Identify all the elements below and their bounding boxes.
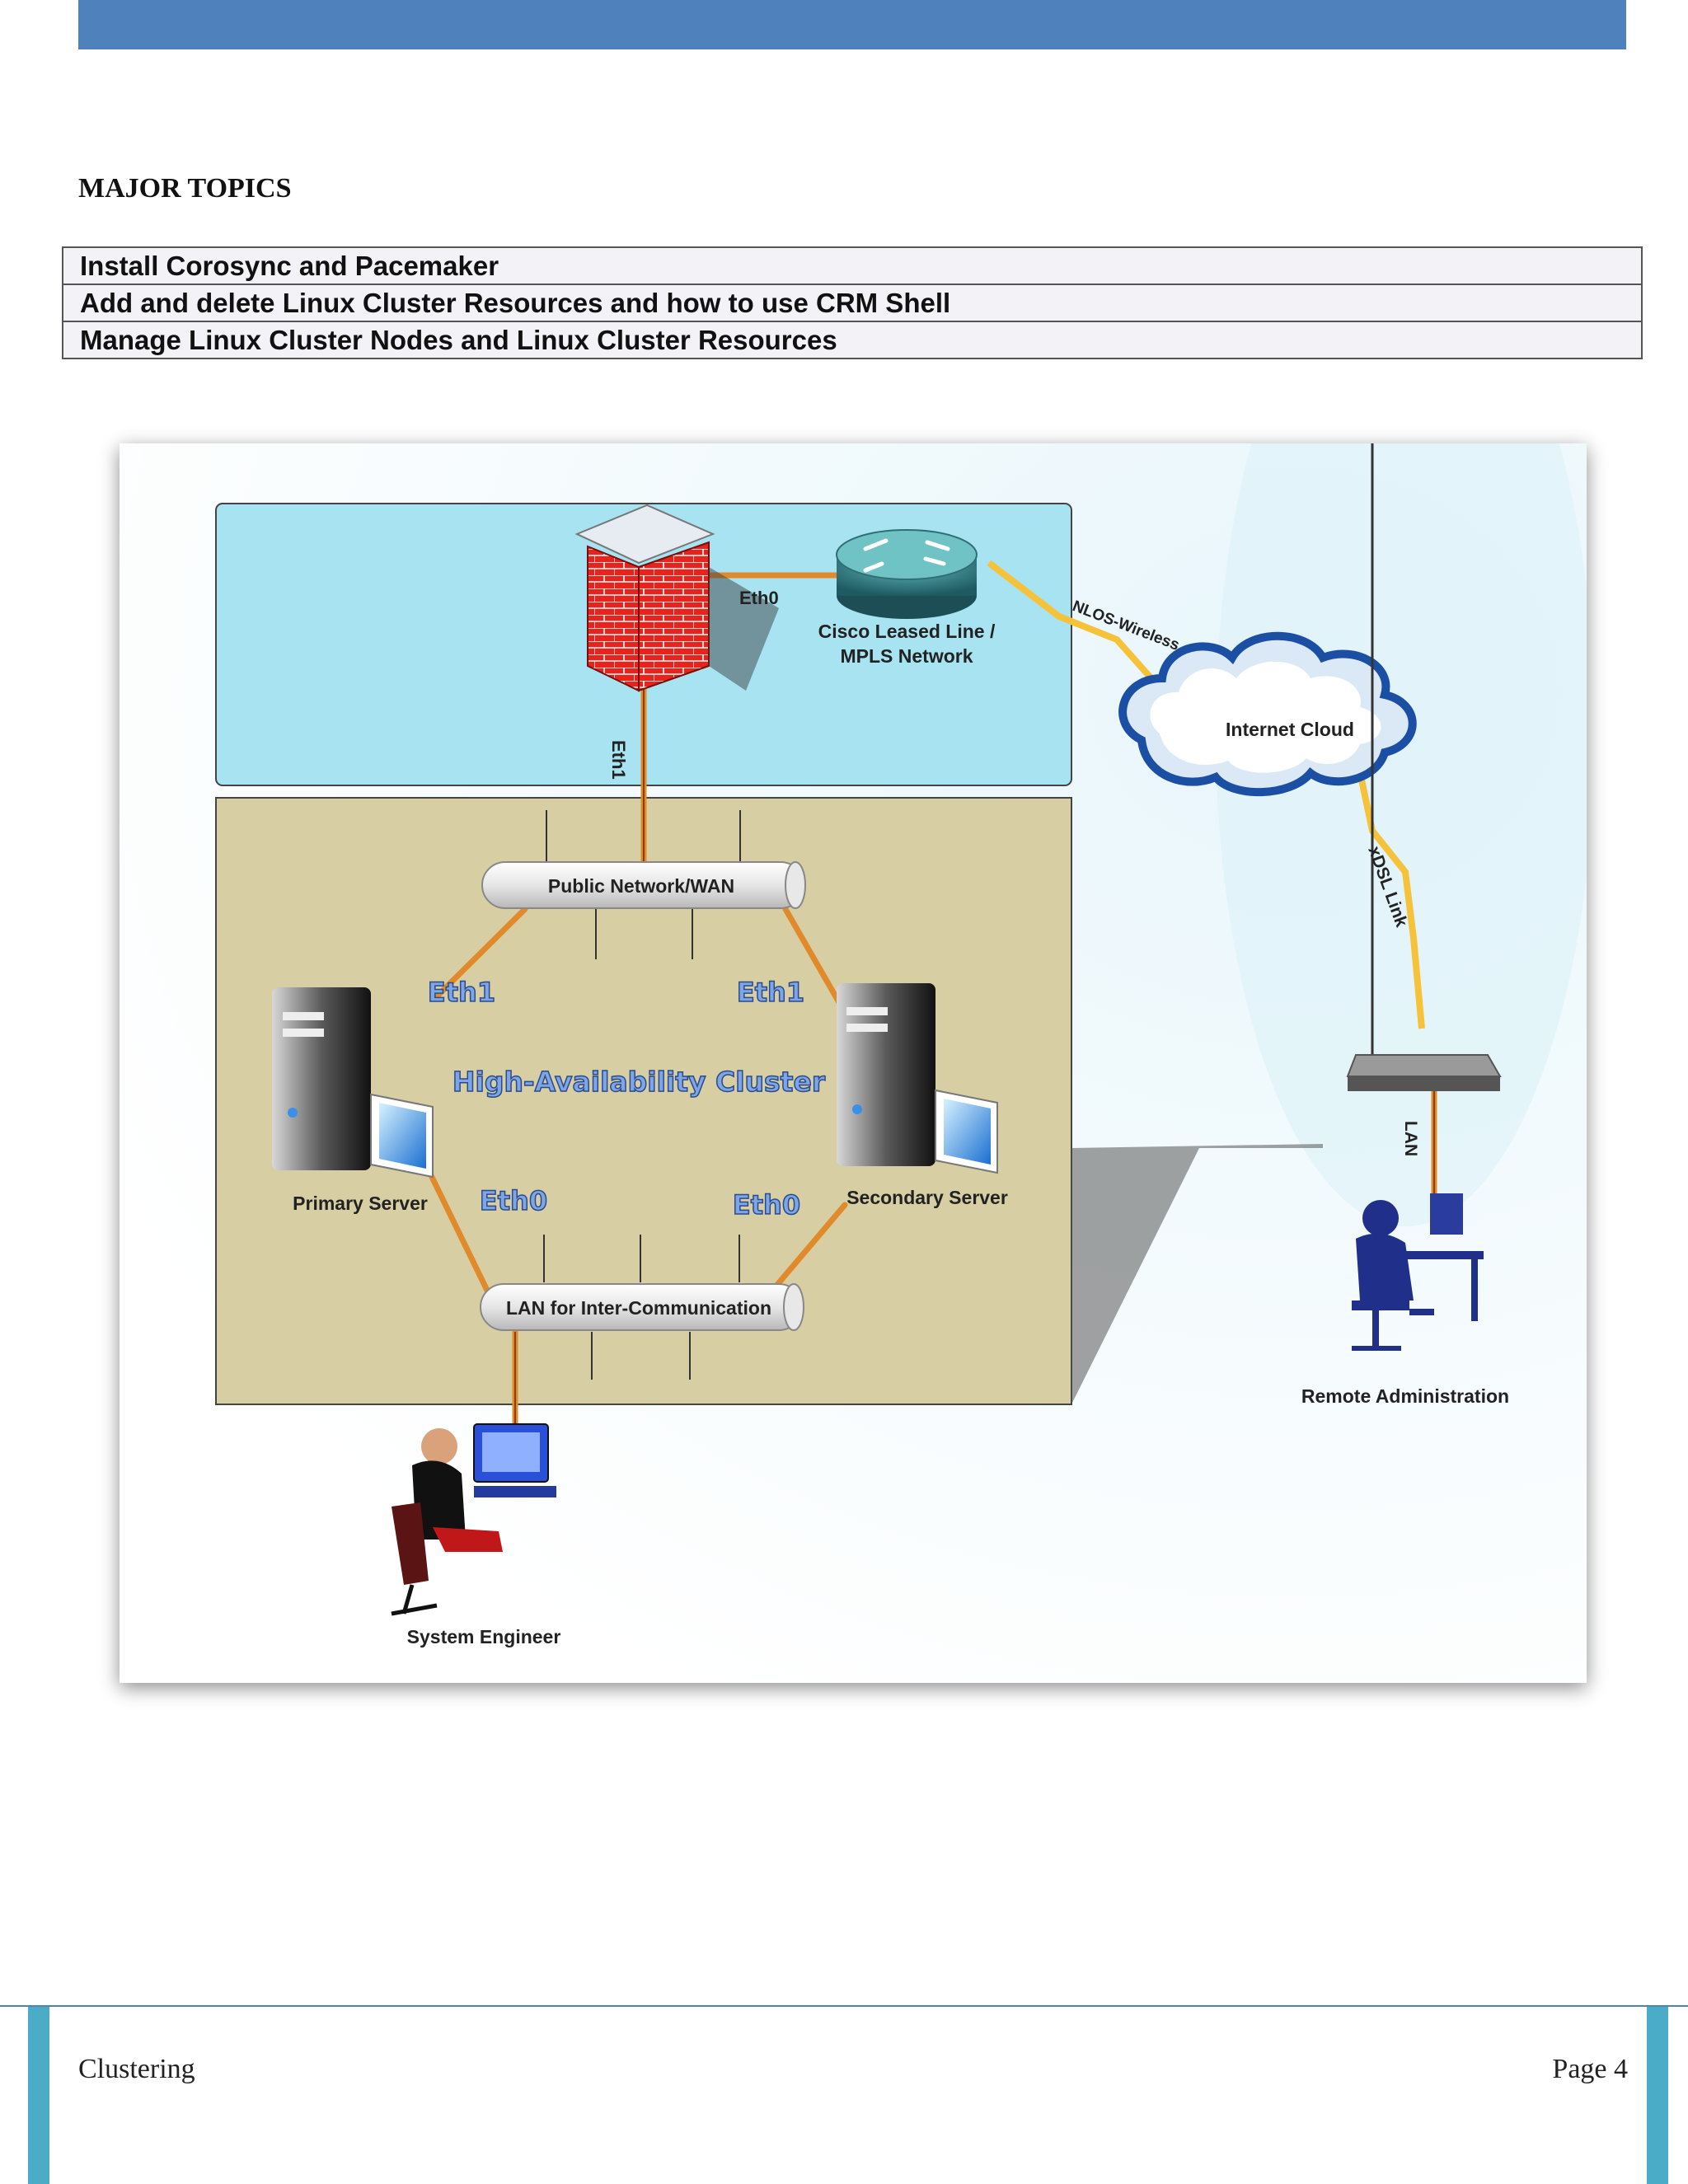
primary-eth1-label: Eth1 — [428, 977, 495, 1008]
network-diagram: Eth0 Eth1 Cisco Leased Line / MPLS Netwo… — [120, 443, 1587, 1683]
cluster-title: High-Availability Cluster — [452, 1066, 826, 1098]
primary-eth0-label: Eth0 — [480, 1185, 547, 1216]
firewall-eth1-label: Eth1 — [608, 740, 629, 780]
secondary-server-label: Secondary Server — [846, 1187, 1008, 1208]
secondary-eth1-label: Eth1 — [737, 977, 804, 1008]
remote-admin-label: Remote Administration — [1301, 1385, 1509, 1407]
cluster-shadow — [1071, 1144, 1323, 1404]
table-row: Manage Linux Cluster Nodes and Linux Clu… — [62, 321, 1643, 359]
router-label-line1: Cisco Leased Line / — [818, 621, 996, 642]
lan-network-label: LAN for Inter-Communication — [506, 1297, 771, 1319]
router-label-line2: MPLS Network — [840, 645, 973, 667]
network-drops — [543, 810, 741, 1380]
table-row: Install Corosync and Pacemaker — [62, 246, 1643, 285]
topics-table: Install Corosync and Pacemaker Add and d… — [62, 246, 1643, 359]
firewall-icon — [574, 504, 779, 692]
primary-server-icon — [272, 987, 434, 1179]
topic-cell: Add and delete Linux Cluster Resources a… — [62, 284, 1643, 322]
firewall-eth0-label: Eth0 — [739, 588, 779, 608]
secondary-server-icon — [837, 983, 998, 1174]
footer-accent-left — [28, 2007, 49, 2184]
internet-cloud-label: Internet Cloud — [1226, 719, 1354, 740]
xdsl-link — [1353, 752, 1425, 1029]
router-icon — [836, 529, 978, 619]
topic-cell: Manage Linux Cluster Nodes and Linux Clu… — [62, 321, 1643, 359]
primary-server-label: Primary Server — [293, 1193, 428, 1214]
dsl-router-icon — [1346, 443, 1502, 1091]
system-engineer-icon — [391, 1423, 556, 1616]
public-network-label: Public Network/WAN — [548, 875, 734, 897]
footer-accent-right — [1647, 2007, 1668, 2184]
lan-pipe — [480, 1283, 804, 1331]
topic-cell: Install Corosync and Pacemaker — [62, 246, 1643, 285]
secondary-eth0-label: Eth0 — [733, 1189, 800, 1221]
system-engineer-label: System Engineer — [407, 1626, 561, 1647]
footer-rule — [0, 2005, 1688, 2007]
cloud-icon — [1118, 631, 1417, 797]
header-bar — [78, 0, 1626, 49]
section-heading: MAJOR TOPICS — [78, 173, 292, 204]
public-network-pipe — [481, 861, 806, 909]
footer-title: Clustering — [78, 2054, 195, 2084]
remote-admin-icon — [1352, 1193, 1484, 1351]
table-row: Add and delete Linux Cluster Resources a… — [62, 284, 1643, 322]
page-number: Page 4 — [1552, 2054, 1628, 2084]
lan-link-label: LAN — [1401, 1121, 1420, 1156]
